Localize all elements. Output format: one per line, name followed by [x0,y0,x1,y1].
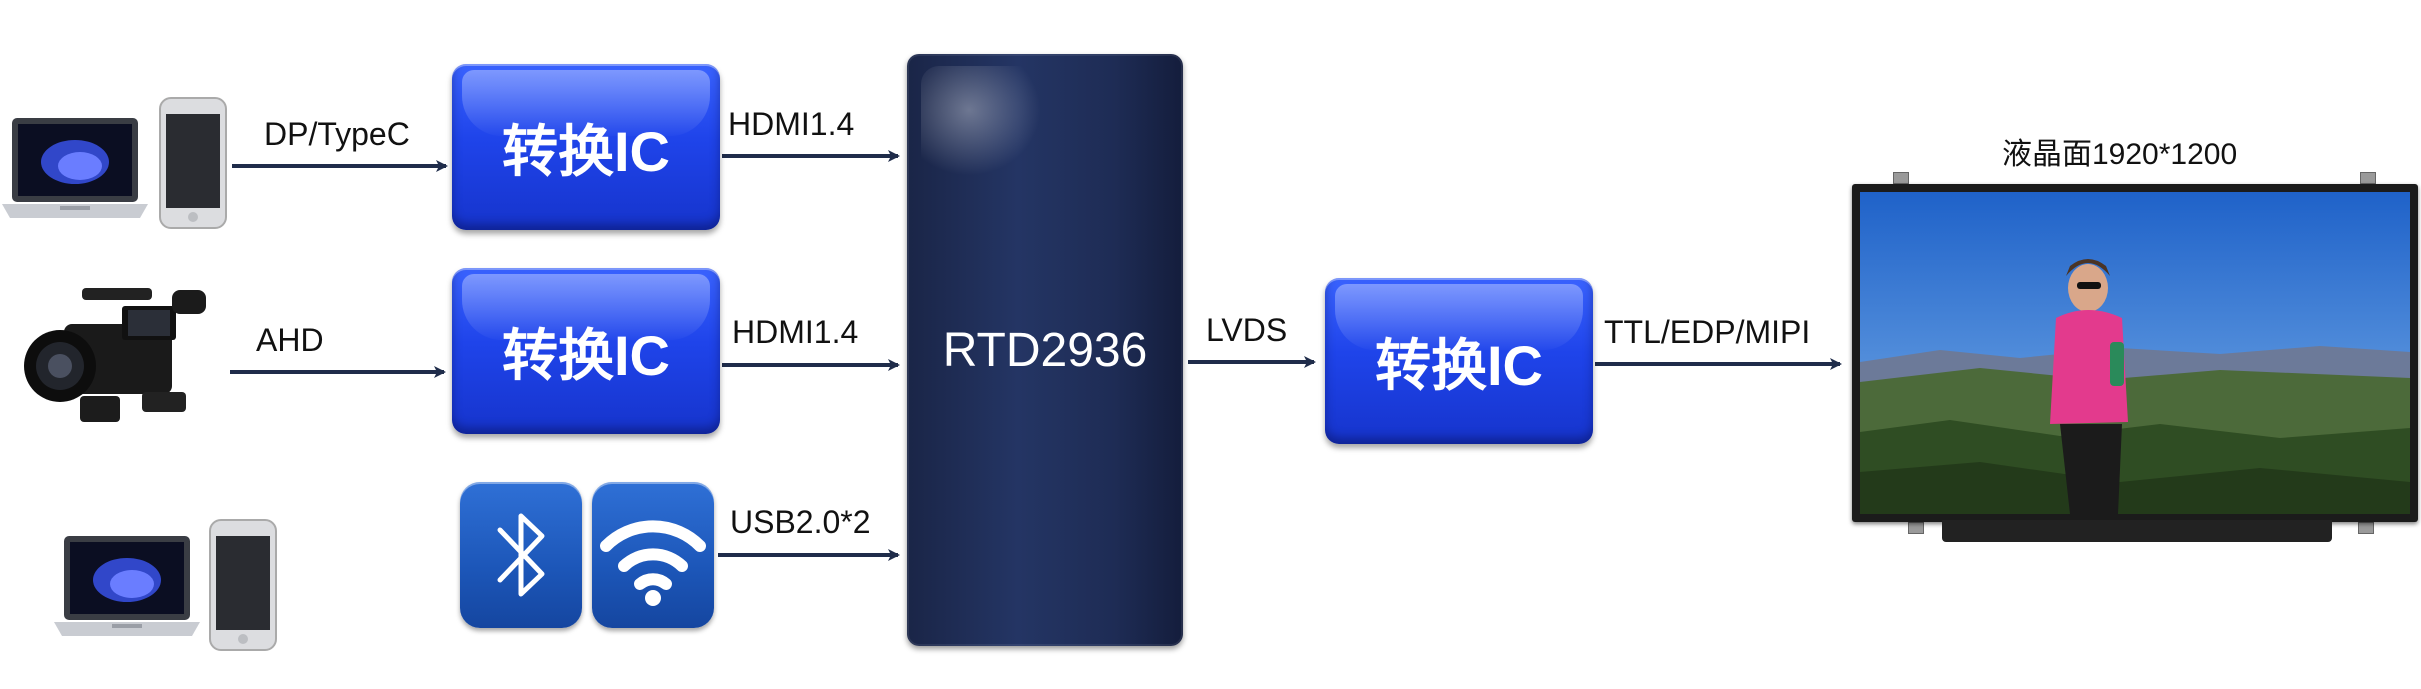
panel-bracket [1908,522,1924,534]
converter-ic-1: 转换IC [452,64,720,230]
converter-ic-2: 转换IC [452,268,720,434]
panel-bracket [2358,522,2374,534]
laptop-icon [2,118,148,218]
label-dp-typec: DP/TypeC [264,116,410,152]
panel-bracket [2360,172,2376,184]
rtd2936-chip: RTD2936 [907,54,1183,646]
label-lvds: LVDS [1206,312,1288,348]
wifi-icon [600,520,706,606]
label-hdmi-top: HDMI1.4 [728,106,855,142]
converter-ic-3: 转换IC [1325,278,1593,444]
label-usb: USB2.0*2 [730,504,871,540]
label-ahd: AHD [256,322,324,358]
panel-label: 液晶面1920*1200 [2002,138,2238,171]
chip-label: RTD2936 [942,323,1148,377]
lcd-panel [1852,184,2418,522]
bluetooth-badge [460,482,582,628]
camcorder-icon [24,288,206,422]
lcd-panel-image [1860,192,2410,514]
wifi-badge [592,482,714,628]
panel-bracket [1893,172,1909,184]
converter-ic-3-label: 转换IC [1375,333,1543,397]
converter-ic-1-label: 转换IC [502,119,670,183]
lcd-panel-tab [1942,520,2332,542]
phone-icon [209,519,277,651]
phone-icon [159,97,227,229]
label-ttl-edp-mipi: TTL/EDP/MIPI [1604,314,1811,350]
bluetooth-icon [497,513,545,597]
label-hdmi-mid: HDMI1.4 [732,314,859,350]
converter-ic-2-label: 转换IC [502,323,670,387]
laptop-icon [54,536,200,636]
